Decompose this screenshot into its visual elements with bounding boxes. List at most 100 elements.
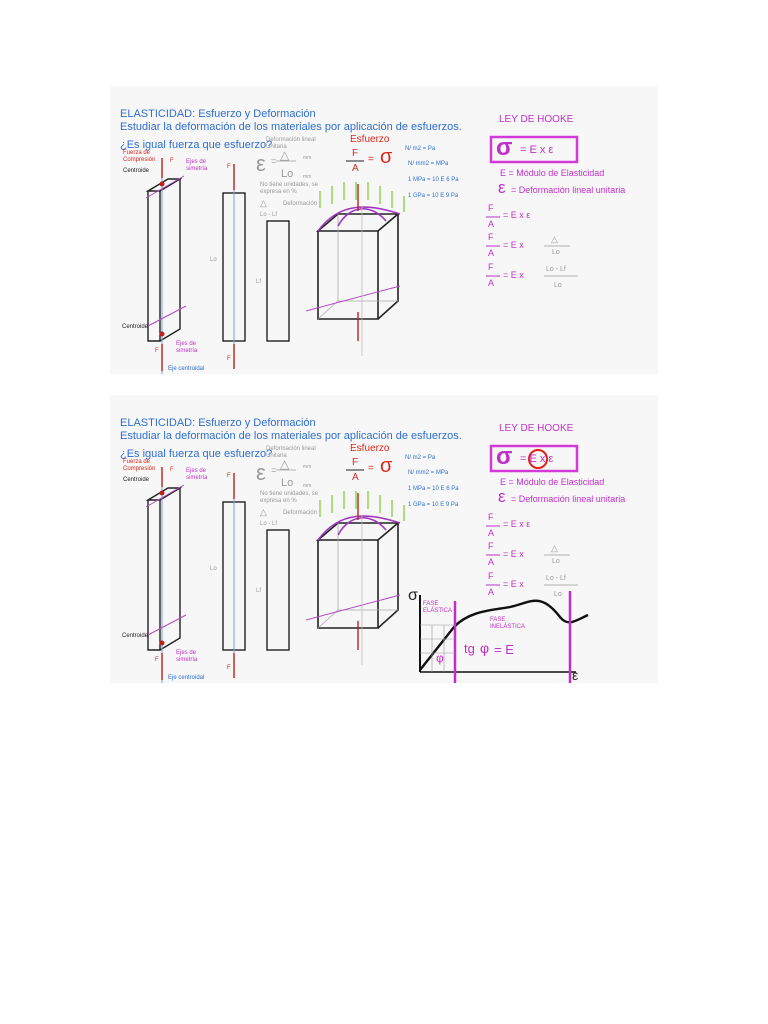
lo-denominator: Lo (552, 249, 560, 256)
delta-symbol: △ (280, 457, 290, 471)
formula-numerator: F (488, 512, 494, 522)
eje-centroidal-label: Eje centroidal (168, 366, 205, 372)
formula-numerator: F (488, 262, 494, 272)
modulo-elasticidad: E = Módulo de Elasticidad (500, 477, 605, 487)
lo-label: Lo (210, 257, 217, 263)
formula-2: = E x ε (503, 519, 531, 529)
formula-numerator: F (488, 571, 494, 581)
sin-unidades-note: No tiene unidades, se expresa en % (260, 182, 319, 195)
lf-label: Lf (256, 588, 262, 594)
formula-denominator: A (488, 278, 495, 288)
mm-unit: mm (303, 174, 312, 180)
lo-label: Lo (210, 566, 217, 572)
fuerza-compresion-label: Fuerza de Compresión (123, 150, 156, 163)
force-label: F (227, 164, 231, 170)
centroide-bottom-label: Centroide (122, 324, 149, 330)
angle-symbol: φ (480, 640, 490, 656)
formula-numerator: F (488, 541, 494, 551)
formula-denominator: A (488, 528, 495, 538)
sigma-symbol: σ (496, 443, 513, 470)
force-label: F (227, 473, 231, 479)
esfuerzo-label: Esfuerzo (350, 443, 390, 454)
formula-4: = E x (503, 579, 524, 589)
formula-numerator: F (488, 203, 494, 213)
deformacion-unitaria: = Deformación lineal unitaria (511, 185, 626, 195)
unit-line-3: 1 MPa = 10 E 6 Pa (408, 177, 459, 183)
slide-subtitle: Estudiar la deformación de los materiale… (120, 430, 462, 442)
tg-equation: = E (494, 642, 514, 657)
deformacion-lineal-label: Deformación lineal Unitaria (266, 137, 316, 150)
formula-denominator: A (488, 219, 495, 229)
deformacion-lineal-label: Deformación lineal Unitaria (266, 446, 316, 459)
lo-lf-label: Lo - Lf (260, 521, 278, 527)
deformacion-label: Deformación (283, 201, 318, 207)
ley-hooke-title: LEY DE HOOKE (499, 114, 574, 125)
lo-denominator: Lo (554, 591, 562, 598)
eje-centroidal-label: Eje centroidal (168, 675, 205, 681)
unit-line-1: N/ m2 = Pa (405, 146, 436, 152)
lo-denominator: Lo (552, 558, 560, 565)
esfuerzo-label: Esfuerzo (350, 134, 390, 145)
delta-symbol: △ (260, 198, 267, 208)
force-label: F (155, 657, 159, 663)
ejes-simetria-top-label: Ejes de simetría (186, 159, 208, 172)
formula-numerator: F (488, 232, 494, 242)
sigma-symbol: σ (380, 455, 393, 477)
epsilon-symbol: ε (498, 178, 506, 197)
formula-denominator: A (488, 587, 495, 597)
deformacion-label: Deformación (283, 510, 318, 516)
formula-4: = E x (503, 270, 524, 280)
question-text: ¿Es igual fuerza que esfuerzo? (120, 139, 273, 151)
ley-hooke-title: LEY DE HOOKE (499, 423, 574, 434)
epsilon-symbol: ε (256, 460, 266, 485)
unit-line-2: N/ mm2 = MPa (408, 470, 449, 476)
delta-symbol: △ (551, 543, 558, 553)
equals-sign: = (368, 154, 374, 165)
force-label: F (155, 348, 159, 354)
force-label: F (170, 467, 174, 473)
hooke-formula: = E x ε (520, 144, 554, 156)
formula-denominator: A (488, 248, 495, 258)
esfuerzo-numerator: F (352, 457, 359, 468)
unit-line-4: 1 GPa = 10 E 9 Pa (408, 502, 459, 508)
lo-lf-numerator: Lo - Lf (546, 266, 566, 273)
unit-line-2: N/ mm2 = MPa (408, 161, 449, 167)
question-text: ¿Es igual fuerza que esfuerzo? (120, 448, 273, 460)
equals-sign: = (271, 156, 277, 166)
force-label: F (227, 356, 231, 362)
mm-unit: mm (303, 483, 312, 489)
mm-unit: mm (303, 464, 312, 470)
fuerza-compresion-label: Fuerza de Compresión (123, 459, 156, 472)
formula-3: = E x (503, 240, 524, 250)
slide-subtitle: Estudiar la deformación de los materiale… (120, 121, 462, 133)
lf-label: Lf (256, 279, 262, 285)
esfuerzo-denominator: A (352, 163, 359, 174)
ejes-simetria-bottom-label: Ejes de simetría (176, 341, 198, 354)
lo-lf-label: Lo - Lf (260, 212, 278, 218)
fase-inelastica-label: FASE INELÁSTICA (490, 617, 526, 630)
mm-unit: mm (303, 155, 312, 161)
unit-line-3: 1 MPa = 10 E 6 Pa (408, 486, 459, 492)
slide-title: ELASTICIDAD: Esfuerzo y Deformación (120, 108, 316, 120)
fase-elastica-label: FASE ELÁSTICA (423, 601, 453, 614)
delta-symbol: △ (280, 148, 290, 162)
delta-symbol: △ (551, 234, 558, 244)
lo-denominator: Lo (554, 282, 562, 289)
lo-lf-numerator: Lo - Lf (546, 575, 566, 582)
esfuerzo-denominator: A (352, 472, 359, 483)
sin-unidades-note: No tiene unidades, se expresa en % (260, 491, 319, 504)
sigma-symbol: σ (496, 134, 513, 161)
slide-2-drawing (145, 444, 589, 683)
formula-2: = E x ε (503, 210, 531, 220)
sigma-symbol: σ (380, 146, 393, 168)
slide-2: ELASTICIDAD: Esfuerzo y Deformación Estu… (110, 395, 658, 683)
tg-label: tg (464, 641, 475, 656)
lo-denominator: Lo (281, 168, 294, 180)
slide-1-drawing (145, 135, 579, 374)
ejes-simetria-top-label: Ejes de simetría (186, 468, 208, 481)
unit-line-1: N/ m2 = Pa (405, 455, 436, 461)
epsilon-symbol: ε (256, 151, 266, 176)
angle-symbol: φ (436, 651, 444, 665)
epsilon-symbol: ε (498, 487, 506, 506)
hooke-formula: = E x ε (520, 453, 554, 465)
